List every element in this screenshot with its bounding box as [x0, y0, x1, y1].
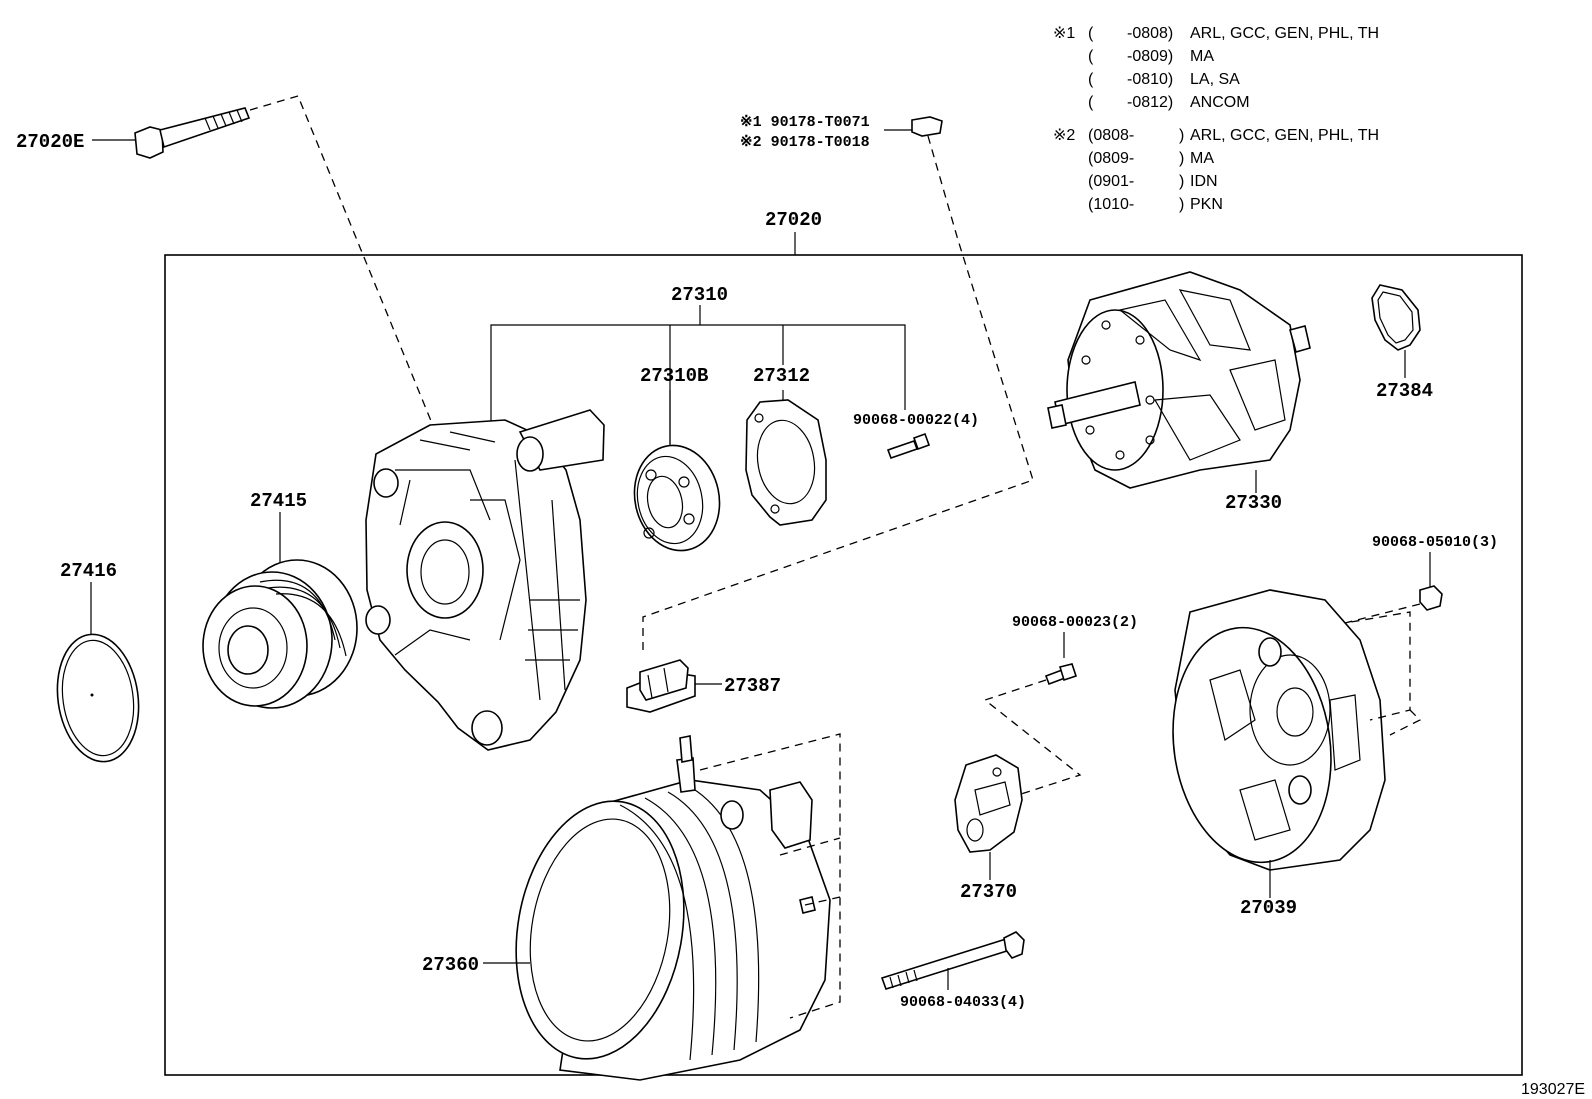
dash-27360-a: [699, 733, 841, 1019]
svg-text:PKN: PKN: [1190, 196, 1223, 213]
label-27387: 27387: [724, 675, 781, 697]
svg-text:): ): [1179, 127, 1184, 144]
dash-27360-b: [779, 837, 841, 856]
washer-27416: [56, 633, 140, 763]
assembly-frame: [164, 254, 1523, 1076]
label-27020: 27020: [765, 209, 822, 231]
svg-text:(: (: [1088, 48, 1094, 65]
diagram-id: 193027E: [1521, 1081, 1585, 1098]
stator-housing-27360: [515, 735, 831, 1081]
pulley-27415: [202, 559, 358, 709]
label-27020E: 27020E: [16, 131, 84, 153]
gasket-27384: [1371, 284, 1421, 351]
svg-text:(: (: [1088, 71, 1094, 88]
bearing-27310B: [633, 444, 721, 552]
bracket-27310: [490, 324, 906, 425]
dash-90178: [642, 135, 1034, 655]
retainer-plate-27312: [745, 399, 827, 526]
svg-text:): ): [1179, 173, 1184, 190]
svg-text:(0901-: (0901-: [1088, 173, 1134, 190]
svg-text:※2: ※2: [1053, 127, 1075, 144]
svg-text:): ): [1179, 196, 1184, 213]
svg-text:IDN: IDN: [1190, 173, 1218, 190]
label-90178-T0071: ※1 90178-T0071: [740, 114, 870, 131]
bolt-27020E: [134, 107, 251, 159]
nut-90068-05010: [1419, 585, 1443, 611]
svg-text:-0808): -0808): [1127, 25, 1173, 42]
bolt-90068-04033: [880, 931, 1025, 990]
svg-text:ARL, GCC, GEN, PHL, TH: ARL, GCC, GEN, PHL, TH: [1190, 25, 1379, 42]
screw-90068-00023: [1044, 663, 1078, 686]
dash-90068-05010-b: [1389, 709, 1422, 736]
label-27312: 27312: [753, 365, 810, 387]
svg-text:): ): [1179, 150, 1184, 167]
label-27370: 27370: [960, 881, 1017, 903]
label-27310B: 27310B: [640, 365, 708, 387]
svg-text:ANCOM: ANCOM: [1190, 94, 1250, 111]
label-27330: 27330: [1225, 492, 1282, 514]
dash-27360-c: [804, 896, 841, 906]
notes-block: ※1 ( -0808) ARL, GCC, GEN, PHL, TH ( -08…: [1053, 25, 1379, 213]
rotor-27330: [1047, 271, 1311, 489]
label-90068-05010: 90068-05010(3): [1372, 534, 1498, 551]
screw-90068-00022: [886, 432, 931, 460]
svg-text:-0812): -0812): [1127, 94, 1173, 111]
dash-27020E: [249, 95, 439, 439]
svg-text:MA: MA: [1190, 48, 1214, 65]
nut-90178: [911, 116, 943, 137]
label-27415: 27415: [250, 490, 307, 512]
svg-text:※1: ※1: [1053, 25, 1075, 42]
svg-text:(: (: [1088, 94, 1094, 111]
svg-text:-0809): -0809): [1127, 48, 1173, 65]
brush-holder-27370: [954, 754, 1023, 853]
label-27416: 27416: [60, 560, 117, 582]
label-27310: 27310: [671, 284, 728, 306]
svg-text:-0810): -0810): [1127, 71, 1173, 88]
svg-text:(1010-: (1010-: [1088, 196, 1134, 213]
label-90068-00022: 90068-00022(4): [853, 412, 979, 429]
svg-text:MA: MA: [1190, 150, 1214, 167]
rear-cover-27039: [1172, 589, 1386, 871]
dash-90068-05010: [1344, 603, 1421, 721]
svg-text:(0809-: (0809-: [1088, 150, 1134, 167]
label-27039: 27039: [1240, 897, 1297, 919]
label-90068-04033: 90068-04033(4): [900, 994, 1026, 1011]
drive-end-frame: [365, 409, 605, 751]
label-90068-00023: 90068-00023(2): [1012, 614, 1138, 631]
dash-90068-00023: [983, 679, 1082, 796]
insulator-27387: [626, 659, 696, 713]
svg-text:LA, SA: LA, SA: [1190, 71, 1240, 88]
svg-text:(: (: [1088, 25, 1094, 42]
svg-text:ARL, GCC, GEN, PHL, TH: ARL, GCC, GEN, PHL, TH: [1190, 127, 1379, 144]
label-27384: 27384: [1376, 380, 1433, 402]
label-90178-T0018: ※2 90178-T0018: [740, 134, 870, 151]
label-27360: 27360: [422, 954, 479, 976]
svg-text:(0808-: (0808-: [1088, 127, 1134, 144]
